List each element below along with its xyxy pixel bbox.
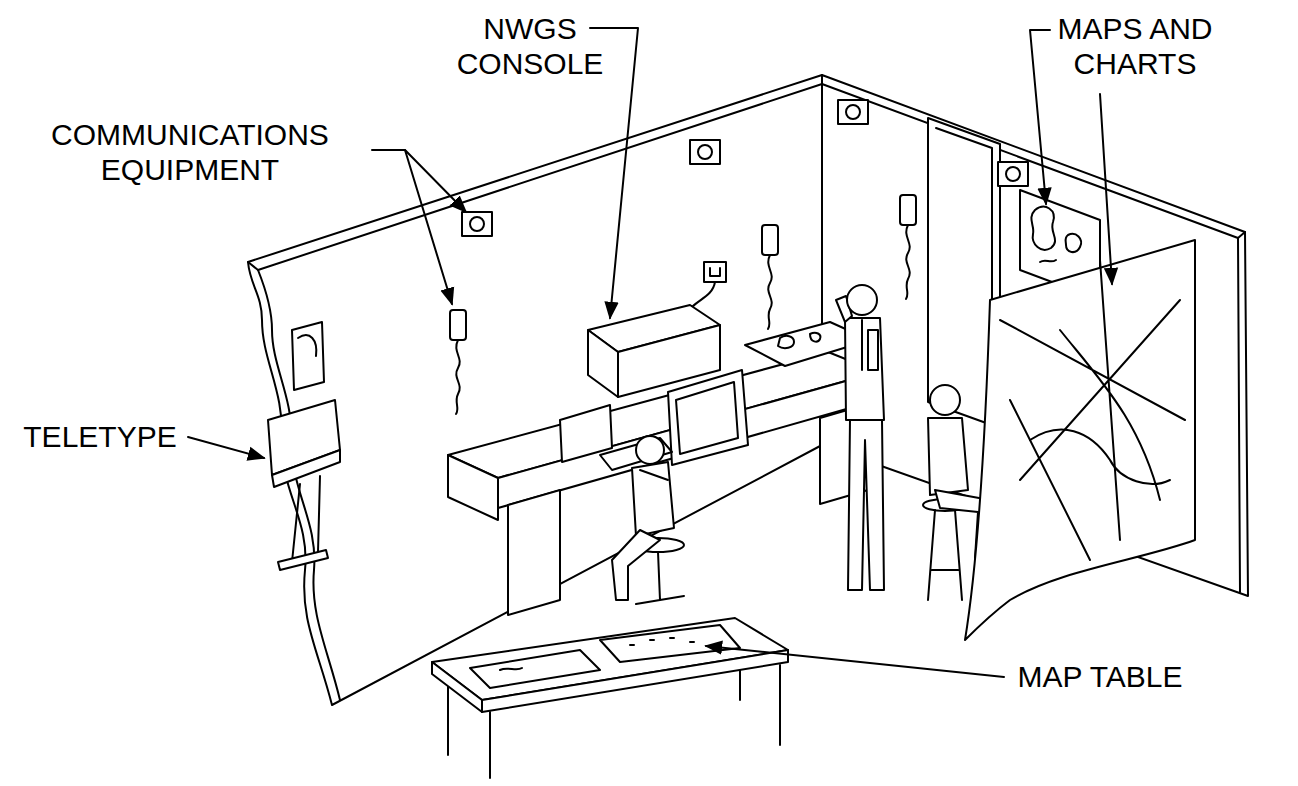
- nwgs-console: [560, 305, 748, 470]
- seated-figure: [928, 418, 968, 495]
- wall-phone: [768, 255, 772, 329]
- right-wall: [1238, 238, 1240, 592]
- speaker: [698, 145, 712, 159]
- nwgs-console: [676, 382, 738, 454]
- wall-outlet: [704, 262, 726, 282]
- leader-line: [372, 150, 466, 212]
- left-wall: [248, 84, 822, 270]
- part-label: COMMUNICATIONS EQUIPMENT: [10, 118, 370, 187]
- operator-figure: [632, 462, 674, 536]
- console-desk: [448, 455, 498, 520]
- speaker: [846, 105, 860, 119]
- room-illustration: [188, 28, 1248, 778]
- wall-map: [1040, 260, 1056, 262]
- wall-phone: [456, 340, 460, 414]
- teletype: [272, 450, 340, 487]
- left-wall: [248, 75, 822, 705]
- standing-figure: [848, 420, 884, 590]
- seated-figure: [930, 385, 960, 415]
- leader-line: [1100, 94, 1112, 284]
- standing-figure: [868, 330, 878, 370]
- map-table: [470, 650, 600, 688]
- part-label: MAPS AND CHARTS: [1000, 12, 1270, 81]
- left-wall: [248, 75, 822, 705]
- left-wall: [258, 270, 340, 700]
- map-board: [965, 240, 1195, 640]
- leader-line: [706, 646, 1004, 677]
- wall-phone: [900, 195, 916, 225]
- standing-figure: [845, 318, 884, 420]
- speaker: [838, 100, 868, 124]
- nwgs-console: [668, 370, 748, 465]
- teletype: [292, 484, 300, 562]
- wall-outlet: [710, 268, 720, 276]
- map-board: [965, 240, 1195, 640]
- desk-map-display: [778, 336, 794, 348]
- console-desk: [448, 352, 878, 615]
- map-table: [500, 638, 694, 670]
- wall-phone: [906, 225, 910, 299]
- map-board: [1000, 260, 1185, 560]
- teletype: [278, 550, 328, 570]
- door: [936, 128, 992, 424]
- map-table: [432, 618, 788, 778]
- standing-figure: [836, 285, 884, 590]
- operator-figure: [612, 530, 660, 600]
- standing-figure: [847, 285, 877, 315]
- wall-phone: [450, 310, 466, 340]
- speaker: [1006, 167, 1020, 181]
- speaker: [998, 162, 1028, 186]
- wall-map: [1066, 234, 1082, 252]
- part-label: NWGS CONSOLE: [440, 12, 620, 81]
- console-desk: [508, 490, 560, 615]
- part-label: MAP TABLE: [960, 660, 1240, 695]
- seated-figure: [928, 510, 962, 600]
- map-board: [1030, 430, 1170, 484]
- map-table: [600, 625, 740, 662]
- wall-map: [1031, 207, 1055, 250]
- nwgs-console: [588, 330, 618, 397]
- leader-line: [1030, 30, 1050, 204]
- teletype: [268, 322, 340, 570]
- operator-figure: [636, 552, 684, 604]
- speaker: [462, 100, 1028, 236]
- teletype: [292, 322, 324, 390]
- operator-figure: [640, 470, 668, 480]
- desk-map-display: [810, 333, 820, 342]
- part-label: TELETYPE: [10, 420, 190, 455]
- leader-line: [188, 437, 264, 458]
- standing-figure: [861, 320, 863, 370]
- operator-figure: [636, 436, 664, 464]
- teletype: [318, 476, 320, 552]
- leader-line: [405, 150, 452, 304]
- wall-phone: [762, 225, 778, 255]
- speaker: [690, 140, 720, 164]
- teletype: [298, 335, 316, 356]
- speaker: [470, 217, 484, 231]
- operator-figure: [612, 436, 684, 604]
- speaker: [462, 212, 492, 236]
